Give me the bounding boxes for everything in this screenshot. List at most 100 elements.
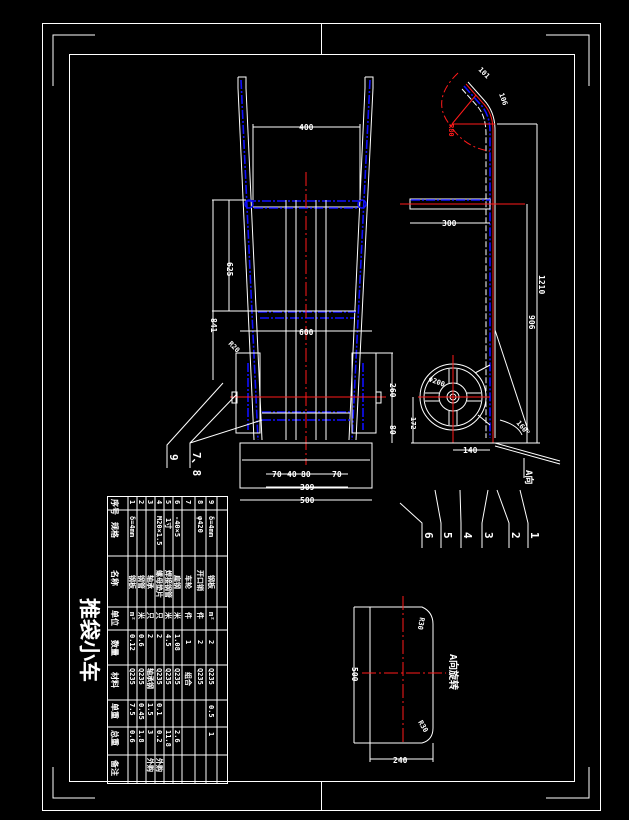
dim-handle-len: 300 [442,219,457,228]
bom-row-4-name: 螺母垫片 [155,570,164,598]
callout-3: 3 [482,532,495,539]
detail-title: A向旋转 [447,654,460,690]
bom-row-5-unit: 米 [164,611,173,620]
bom-row-3-no: 3 [146,500,154,504]
bom-row-1-total-wt: 0.6 [128,730,136,743]
bom-row-5-material: Q235 [164,668,172,685]
bom-row-8-material: Q235 [196,668,204,685]
bom-row-4-unit-wt: 0.1 [155,703,163,716]
bom-header-no: 序号 [110,499,120,515]
dim-70-left: 70 [272,470,282,479]
bom-row-1-no: 1 [128,500,136,504]
callout-6: 6 [422,532,435,539]
bom-row-1-unit: m² [128,612,136,620]
bom-row-9-qty: 2 [207,640,215,644]
bom-row-3-unit-wt: 1.5 [146,703,154,716]
bom-row-5-no: 5 [164,500,172,504]
bom-row-1-unit-wt: 7.5 [128,703,136,716]
dim-radius: R20 [227,340,242,355]
bom-header-unit: 单位 [110,610,120,626]
dim-bend-radius: R80 [447,124,455,137]
bom-row-7-qty: 1 [184,640,192,644]
bom-row-6-material: Q235 [173,668,181,685]
bom-row-9-spec: δ=4mm [207,516,215,537]
dim-total-height: 1210 [537,275,546,294]
view-arrow-a: A向 [523,470,535,484]
bom-row-4-note: 外购 [155,758,164,772]
bom-row-8-spec: φ420 [196,516,204,533]
bom-row-7-no: 7 [184,500,192,504]
dim-detail-width: 240 [393,756,408,765]
bom-row-8-qty: 2 [196,640,204,644]
bom-row-1-material: Q235 [128,668,136,685]
drawing-frame [42,23,601,811]
bom-row-3-note: 外购 [146,758,155,772]
bom-row-3-material: 轴承钢 [146,668,155,689]
bom-row-1-qty: 0.12 [128,634,136,651]
dim-r-bottom: R30 [416,719,429,734]
bom-row-6-total-wt: 2.6 [173,730,181,743]
dim-below-axle: 80 [388,425,397,435]
bom-row-4-qty: 2 [155,634,163,638]
bom-row-4-no: 4 [155,500,163,504]
bom-row-9-name: 钢板 [207,575,216,590]
bom-row-9-total-wt: 1 [207,732,215,736]
dim-top-width: 400 [299,123,314,132]
bom-row-4-spec: M20×1.5 [155,516,163,546]
dim-detail-height: 500 [350,667,359,682]
callout-9: 9 [167,454,180,461]
bom-row-2-name: 钢管 [137,575,146,589]
bom-row-6-name: 扁钢 [173,575,182,589]
bom-row-1-name: 钢板 [128,575,137,590]
detail-view-a: 500 240 R30 R30 A向旋转 [350,596,460,765]
bom-row-6-qty: 1.08 [173,634,181,651]
bom-row-5-name: 焊接钢管 [164,570,173,598]
dim-80: 80 [301,470,311,479]
bom-row-7-name: 车轮 [184,575,193,589]
dim-height-inner: 625 [225,262,234,277]
bom-row-9-unit-wt: 0.5 [207,705,215,718]
bom-row-4-total-wt: 0.2 [155,730,163,743]
dim-wheel-height: 172 [409,417,417,430]
bom-row-5-spec: 1寸 [164,518,173,529]
front-view: 400 625 841 600 R20 260 80 70 40 80 70 3… [166,76,397,505]
bom-row-2-qty: 0.6 [137,634,145,647]
bom-row-2-material: Q235 [137,668,145,685]
dim-500: 500 [300,496,315,505]
dim-r-top: R30 [416,617,426,631]
side-view: R80 101 106 300 1210 906 Φ200 [399,66,561,548]
bom-row-8-no: 8 [196,500,204,504]
bom-row-3-total-wt: 3 [146,730,154,734]
bom-header-unit-wt: 单重 [110,703,120,719]
drawing-title: 推袋小车 [77,598,101,682]
dim-bend-arc: 101 [477,66,492,81]
bom-header-material: 材料 [110,672,120,688]
callout-2: 2 [509,532,522,539]
dim-40: 40 [287,470,297,479]
dim-70-right: 70 [332,470,342,479]
bom-row-2-total-wt: 1.8 [137,730,145,743]
bom-row-6-no: 6 [173,500,181,504]
bom-row-2-unit: 米 [137,611,146,620]
title-block: 推袋小车 序号 规格 名称 单位 [77,496,228,784]
bom-header-note: 备注 [110,759,120,776]
dim-bend-len: 106 [497,92,509,107]
bom-row-6-unit: 米 [173,611,182,620]
bom-row-3-qty: 2 [146,634,154,638]
bom-row-3-name: 轴承 [146,575,155,589]
bom-row-9-material: Q235 [207,668,215,685]
dim-height-outer: 841 [209,318,218,333]
bom-header-qty: 数量 [110,640,120,656]
bom-row-5-qty: 4.5 [164,634,172,647]
dim-mid-width: 600 [299,328,314,337]
bom-row-4-unit: 只 [155,612,163,619]
dim-upper-height: 906 [527,315,536,330]
bom-row-8-unit: 件 [196,612,205,619]
callout-1: 1 [528,532,541,539]
bom-row-7-unit: 件 [184,612,193,619]
dim-309: 309 [300,483,315,492]
bom-row-9-no: 9 [207,500,215,504]
dim-wheel-offset: 140 [463,446,478,455]
bom-header-total-wt: 总重 [110,730,120,746]
